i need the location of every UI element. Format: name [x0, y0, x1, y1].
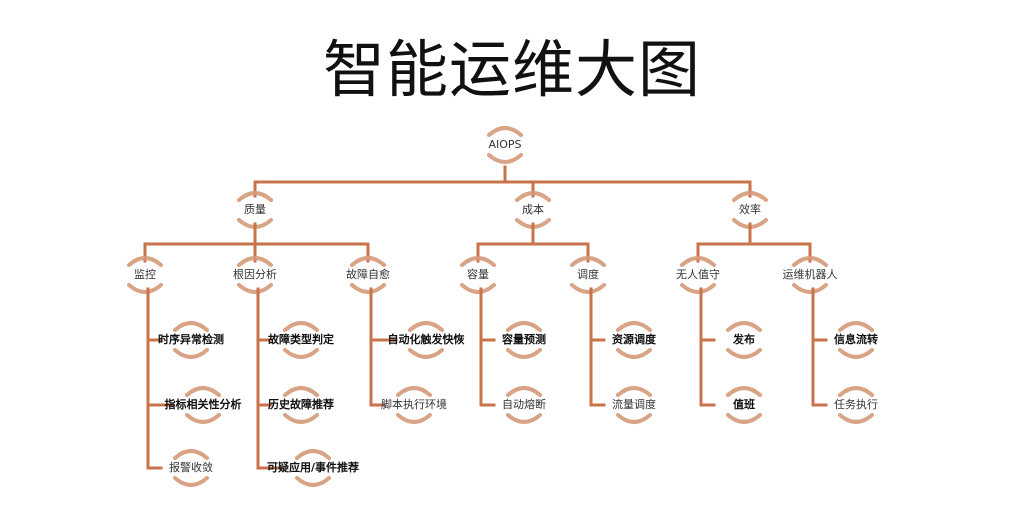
- node-arc-decoration: [173, 449, 209, 487]
- root-node[interactable]: AIOPS: [488, 138, 522, 151]
- node-arc-decoration: [350, 256, 386, 294]
- leaf-node[interactable]: 流量调度: [612, 398, 656, 411]
- subcategory-node[interactable]: 故障自愈: [346, 268, 390, 281]
- node-arc-decoration: [838, 321, 874, 359]
- category-node[interactable]: 效率: [739, 203, 761, 216]
- node-arc-decoration: [616, 386, 652, 424]
- leaf-node[interactable]: 值班: [733, 398, 755, 411]
- leaf-node[interactable]: 任务执行: [834, 398, 878, 411]
- node-arc-decoration: [792, 256, 828, 294]
- node-arc-decoration: [283, 386, 319, 424]
- leaf-node[interactable]: 脚本执行环境: [381, 398, 447, 411]
- category-node[interactable]: 成本: [522, 203, 544, 216]
- node-arc-decoration: [726, 386, 762, 424]
- node-arc-decoration: [185, 386, 221, 424]
- node-arc-decoration: [460, 256, 496, 294]
- subcategory-node[interactable]: 监控: [134, 268, 156, 281]
- node-arc-decoration: [173, 321, 209, 359]
- node-arc-decoration: [680, 256, 716, 294]
- leaf-node[interactable]: 信息流转: [834, 333, 878, 346]
- node-arc-decoration: [408, 321, 444, 359]
- leaf-node[interactable]: 自动化触发快恢: [387, 333, 465, 346]
- node-arc-decoration: [487, 126, 523, 164]
- node-arc-decoration: [295, 449, 331, 487]
- node-arc-decoration: [570, 256, 606, 294]
- leaf-node[interactable]: 报警收敛: [169, 461, 213, 474]
- node-arc-decoration: [283, 321, 319, 359]
- leaf-node[interactable]: 故障类型判定: [268, 333, 334, 346]
- node-arc-decoration: [396, 386, 432, 424]
- category-node[interactable]: 质量: [244, 203, 266, 216]
- leaf-node[interactable]: 容量预测: [502, 333, 546, 346]
- subcategory-node[interactable]: 运维机器人: [782, 268, 838, 281]
- page-title: 智能运维大图: [322, 33, 701, 106]
- leaf-node[interactable]: 发布: [733, 333, 755, 346]
- leaf-node[interactable]: 资源调度: [612, 333, 656, 346]
- leaf-node[interactable]: 历史故障推荐: [268, 398, 334, 411]
- subcategory-node[interactable]: 调度: [577, 268, 599, 281]
- node-arc-decoration: [237, 256, 273, 294]
- leaf-node[interactable]: 可疑应用/事件推荐: [266, 461, 360, 474]
- subcategory-node[interactable]: 无人值守: [676, 268, 720, 281]
- node-arc-decoration: [506, 321, 542, 359]
- node-arc-decoration: [616, 321, 652, 359]
- leaf-node[interactable]: 指标相关性分析: [164, 398, 242, 411]
- node-arc-decoration: [506, 386, 542, 424]
- subcategory-node[interactable]: 根因分析: [233, 268, 277, 281]
- leaf-node[interactable]: 时序异常检测: [158, 333, 224, 346]
- node-arc-decoration: [127, 256, 163, 294]
- node-arc-decoration: [726, 321, 762, 359]
- leaf-node[interactable]: 自动熔断: [502, 398, 546, 411]
- subcategory-node[interactable]: 容量: [467, 268, 489, 281]
- node-arc-decoration: [838, 386, 874, 424]
